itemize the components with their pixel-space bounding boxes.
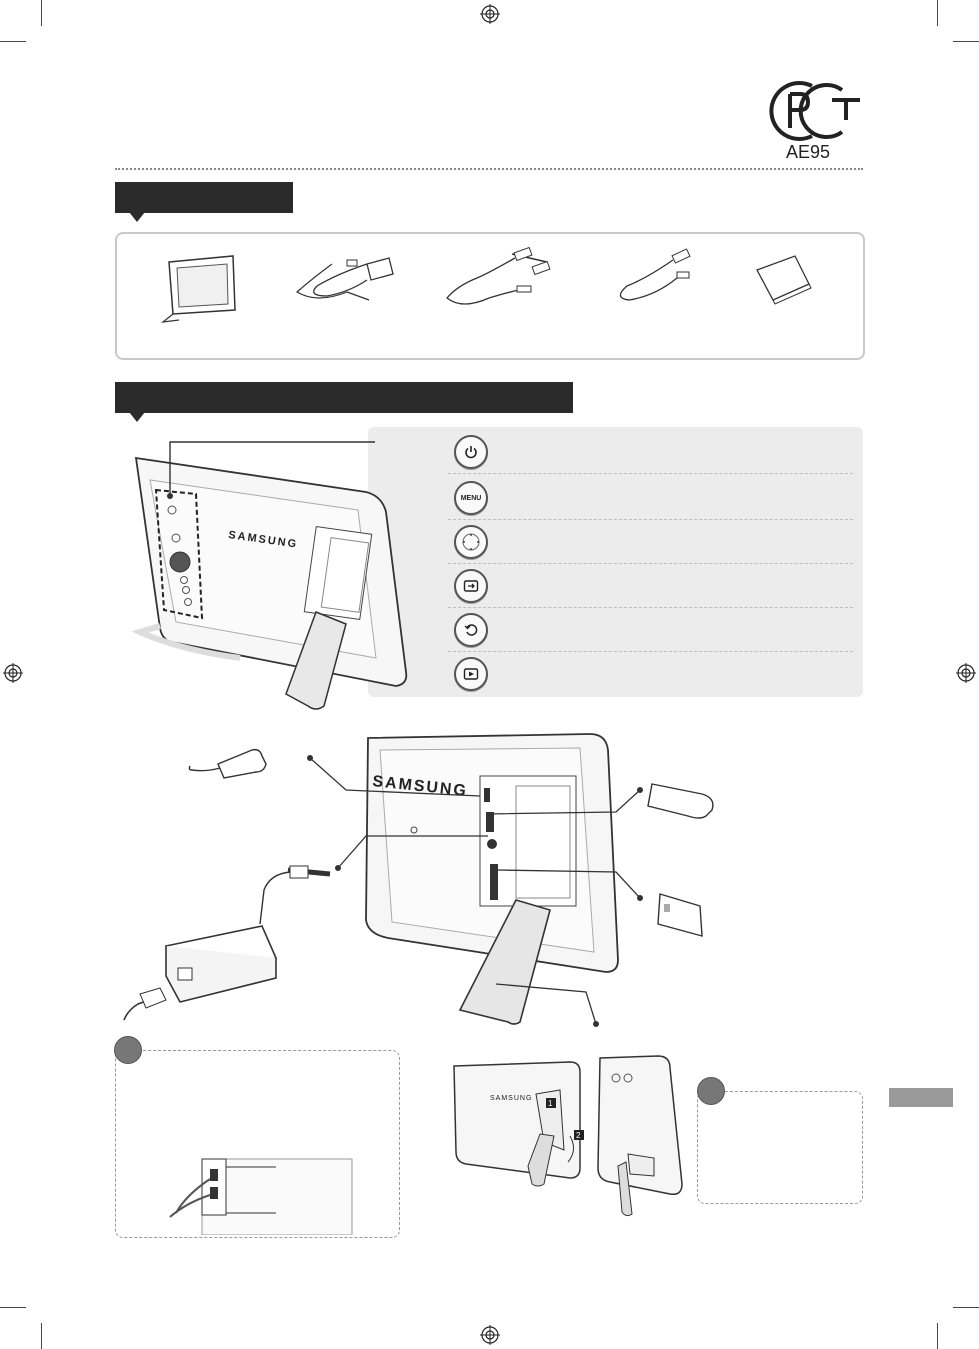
section-header-contents — [115, 182, 293, 222]
usb-cable-illustration — [619, 248, 691, 301]
note-badge-icon — [114, 1036, 142, 1064]
section-divider — [115, 168, 863, 170]
certification-code: AE95 — [786, 142, 831, 162]
photo-frame-illustration — [160, 255, 236, 323]
back-icon — [454, 613, 488, 647]
registration-mark-icon — [480, 1325, 500, 1345]
note-badge-icon — [697, 1077, 725, 1105]
step-number-2: 2 — [576, 1131, 581, 1140]
crop-mark — [0, 1307, 26, 1308]
crop-mark — [953, 41, 979, 42]
crop-mark — [937, 0, 938, 26]
crop-mark — [0, 41, 26, 42]
button-row-power — [448, 429, 853, 474]
accessory-illustrations — [160, 246, 812, 323]
enter-icon — [454, 569, 488, 603]
user-manual-illustration — [756, 255, 812, 305]
menu-icon: MENU — [454, 481, 488, 515]
button-row-menu: MENU — [448, 475, 853, 520]
ac-adapter-illustration — [295, 257, 394, 301]
frame-back-illustration: SAMSUNG — [131, 456, 408, 710]
crop-mark — [41, 1323, 42, 1349]
button-row-back — [448, 607, 853, 652]
crop-mark — [937, 1323, 938, 1349]
brand-label-small: SAMSUNG — [490, 1095, 532, 1102]
certification-logo: AE95 — [768, 80, 864, 166]
button-row-enter — [448, 563, 853, 608]
navigation-pad-icon — [454, 525, 488, 559]
power-icon — [454, 435, 488, 469]
button-row-slideshow — [448, 651, 853, 695]
section-tab — [889, 1088, 953, 1107]
y-usb-cable-illustration — [446, 246, 551, 305]
registration-mark-icon — [480, 4, 500, 24]
slideshow-icon — [454, 657, 488, 691]
registration-mark-icon — [956, 663, 976, 683]
crop-mark — [953, 1307, 979, 1308]
registration-mark-icon — [3, 663, 23, 683]
callout-line — [167, 441, 375, 499]
package-contents-box — [115, 232, 865, 360]
step-number-1: 1 — [548, 1099, 553, 1108]
section-header-parts — [115, 382, 573, 422]
crop-mark — [41, 0, 42, 26]
stand-assembly-illustration: SAMSUNG 1 2 — [453, 1055, 683, 1217]
gost-r-mark-icon — [769, 81, 860, 141]
button-row-navigation — [448, 519, 853, 564]
power-connection-detail-illustration — [169, 1158, 353, 1235]
note-box-right — [697, 1091, 863, 1204]
connections-illustration: SAMSUNG — [123, 733, 714, 1027]
button-descriptions-panel: MENU — [368, 427, 863, 697]
note-box-left — [115, 1050, 400, 1238]
